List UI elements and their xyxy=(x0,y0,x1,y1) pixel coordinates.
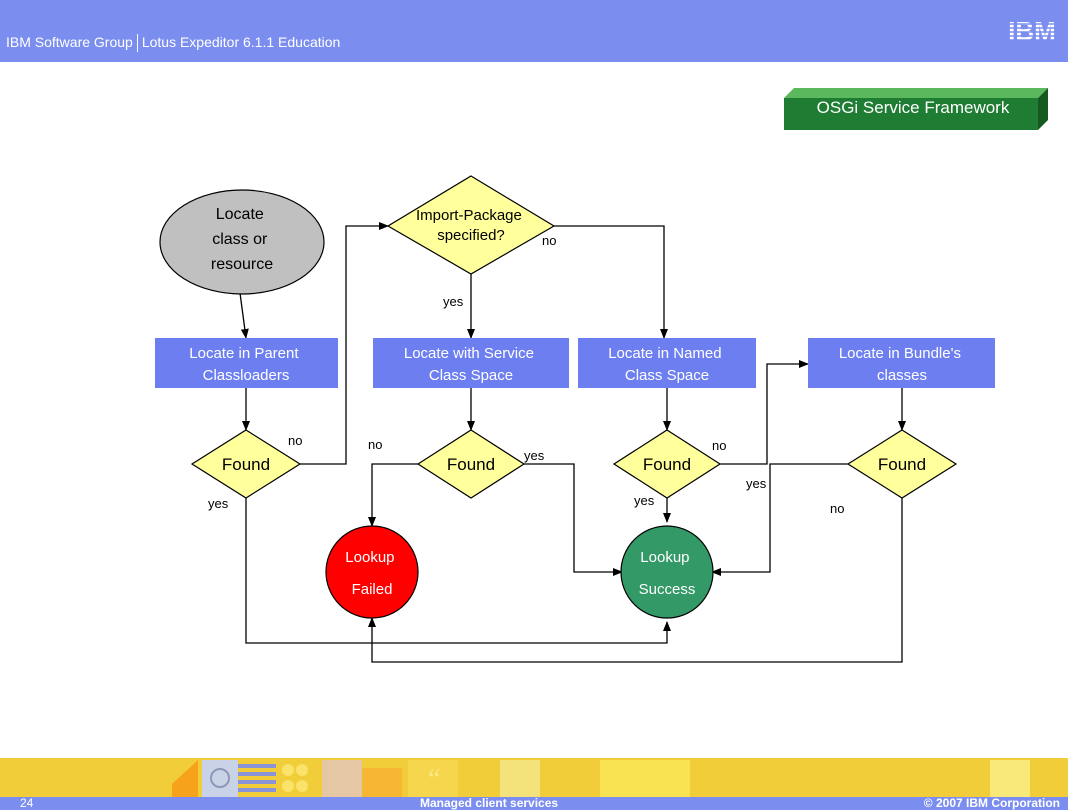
edge-found1-no xyxy=(300,222,389,465)
box-parent-classloaders xyxy=(155,338,338,388)
box-parent-classloaders-label: Locate in Parent Classloaders xyxy=(189,345,302,384)
section-tag-shape xyxy=(784,88,1048,130)
section-tag: OSGi Service Framework xyxy=(816,98,1010,117)
decision-found-named xyxy=(612,429,722,499)
box-service-class-space xyxy=(373,338,569,388)
header-divider xyxy=(136,34,138,53)
footer-bar xyxy=(0,797,1068,810)
label-import-yes: yes xyxy=(443,294,464,309)
label-found3-yes: yes xyxy=(634,493,655,508)
end-lookup-failed xyxy=(325,525,419,619)
svg-text:“: “ xyxy=(428,764,440,795)
edge-found2-yes xyxy=(524,463,623,576)
ibm-logo: IBM xyxy=(1006,18,1058,44)
edge-import-no xyxy=(554,225,668,339)
label-found1-no: no xyxy=(288,433,302,448)
decision-found-service-label: Found xyxy=(447,455,495,474)
footer-copyright: © 2007 IBM Corporation xyxy=(923,796,1060,810)
label-found3-no: no xyxy=(712,438,726,453)
label-found4-yes: yes xyxy=(746,476,767,491)
box-service-class-space-label: Locate with Service Class Space xyxy=(404,345,538,384)
start-node xyxy=(159,189,325,295)
decision-import-package-label: Import-Package specified? xyxy=(416,207,526,244)
label-found4-no: no xyxy=(830,501,844,516)
header-bar: IBM Software Group Lotus Expeditor 6.1.1 … xyxy=(0,0,1068,62)
end-lookup-success-label: Lookup Success xyxy=(639,549,696,598)
header-course: Lotus Expeditor 6.1.1 Education xyxy=(141,34,341,50)
decision-found-service xyxy=(416,429,526,499)
decision-import-package xyxy=(386,175,556,275)
edge-found2-no xyxy=(368,463,418,527)
decision-found-bundle-label: Found xyxy=(878,455,926,474)
edge-found4-no xyxy=(368,498,903,663)
label-found1-yes: yes xyxy=(208,496,229,511)
label-found2-no: no xyxy=(368,437,382,452)
end-lookup-success xyxy=(620,525,714,619)
footer-decoration: “ xyxy=(0,758,1068,798)
edge-found1-yes xyxy=(245,498,671,644)
footer-image-band: “ xyxy=(0,758,1068,798)
flowchart: Locate class or resource Import-Package … xyxy=(155,175,995,663)
edge-start-to-parent xyxy=(239,292,249,339)
label-found2-yes: yes xyxy=(524,448,545,463)
footer-title: Managed client services xyxy=(420,796,559,810)
box-bundle-classes xyxy=(808,338,995,388)
decision-found-parent xyxy=(190,429,302,499)
footer-page-number: 24 xyxy=(20,796,34,810)
box-named-class-space xyxy=(578,338,756,388)
header-group: IBM Software Group xyxy=(6,34,133,50)
label-import-no: no xyxy=(542,233,556,248)
start-node-label: Locate class or resource xyxy=(211,206,273,273)
edge-found3-no xyxy=(720,360,809,465)
box-named-class-space-label: Locate in Named Class Space xyxy=(608,345,726,384)
box-bundle-classes-label: Locate in Bundle's classes xyxy=(839,345,965,384)
decision-found-parent-label: Found xyxy=(222,455,270,474)
edge-found4-yes xyxy=(711,463,848,576)
decision-found-named-label: Found xyxy=(643,455,691,474)
decision-found-bundle xyxy=(846,429,958,499)
header-title: IBM Software Group Lotus Expeditor 6.1.1 … xyxy=(6,34,341,53)
end-lookup-failed-label: Lookup Failed xyxy=(345,549,398,598)
